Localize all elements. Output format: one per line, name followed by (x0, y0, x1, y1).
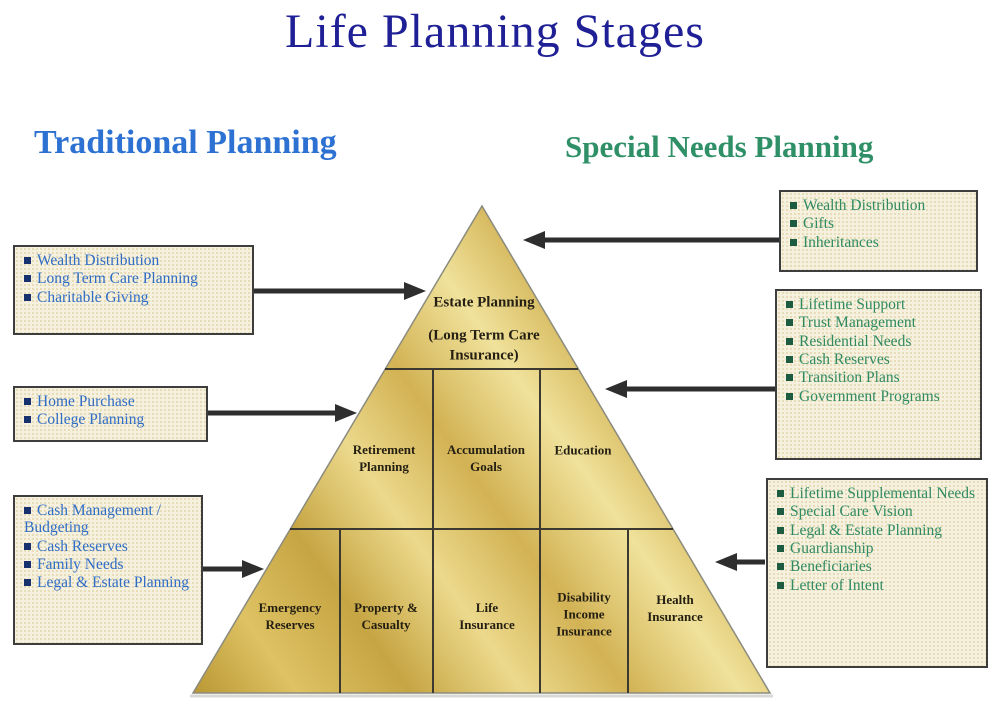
list-item: Home Purchase (24, 393, 200, 410)
square-bullet-icon (24, 507, 31, 514)
square-bullet-icon (24, 561, 31, 569)
arrow-right-bottom (715, 553, 765, 571)
pyramid-cell-life-insurance: Life Insurance (459, 600, 515, 632)
list-item: Gifts (790, 215, 970, 232)
square-bullet-icon (777, 508, 784, 516)
list-item: Lifetime Support (786, 296, 974, 313)
special-needs-box-estate: Wealth Distribution Gifts Inheritances (779, 190, 978, 272)
square-bullet-icon (24, 275, 31, 283)
pyramid-outline (191, 204, 772, 694)
list-item: Wealth Distribution (790, 197, 970, 214)
pyramid-cell-property-casualty: Property & Casualty (354, 600, 418, 632)
arrow-right-middle (605, 380, 775, 398)
special-needs-planning-heading: Special Needs Planning (565, 129, 874, 164)
square-bullet-icon (24, 542, 31, 550)
list-item-label: Lifetime Support (799, 296, 906, 313)
square-bullet-icon (777, 563, 784, 571)
list-item: Guardianship (777, 540, 980, 557)
list-item-label: Government Programs (799, 387, 940, 405)
list-item: Legal & Estate Planning (777, 522, 980, 539)
list-item-label: Inheritances (803, 233, 879, 251)
list-item: Cash Management / Budgeting (24, 502, 195, 537)
list-item-label: Legal & Estate Planning (790, 521, 942, 539)
list-item: Legal & Estate Planning (24, 574, 195, 591)
list-item: Trust Management (786, 314, 974, 331)
list-item: Beneficiaries (777, 558, 980, 575)
traditional-box-accumulation: Home Purchase College Planning (13, 386, 208, 442)
list-item: Lifetime Supplemental Needs (777, 485, 980, 502)
list-item-label: Family Needs (37, 556, 124, 574)
pyramid-cell-accumulation-goals: Accumulation Goals (447, 442, 525, 474)
list-item-label: Charitable Giving (37, 288, 149, 306)
list-item-label: Letter of Intent (790, 576, 884, 594)
list-item: Cash Reserves (24, 538, 195, 555)
square-bullet-icon (790, 220, 797, 228)
square-bullet-icon (786, 356, 793, 364)
square-bullet-icon (790, 238, 797, 246)
square-bullet-icon (786, 374, 793, 382)
list-item-label: Beneficiaries (790, 558, 872, 576)
traditional-box-estate: Wealth Distribution Long Term Care Plann… (13, 245, 254, 335)
list-item: Government Programs (786, 388, 974, 405)
arrow-left-bottom (203, 560, 264, 578)
square-bullet-icon (24, 579, 31, 587)
list-item-label: Trust Management (799, 314, 916, 332)
list-item: Transition Plans (786, 369, 974, 386)
list-item: Charitable Giving (24, 289, 246, 306)
traditional-planning-heading: Traditional Planning (34, 124, 337, 161)
square-bullet-icon (786, 319, 793, 327)
list-item-label: Wealth Distribution (37, 252, 160, 269)
square-bullet-icon (24, 416, 31, 424)
list-item-label: Special Care Vision (790, 503, 913, 521)
list-item-label: Cash Reserves (37, 537, 128, 555)
list-item: Long Term Care Planning (24, 270, 246, 287)
list-item-label: Guardianship (790, 540, 874, 558)
list-item: Family Needs (24, 556, 195, 573)
page-title: Life Planning Stages (285, 5, 705, 58)
pyramid-cell-health-insurance: Health Insurance (647, 592, 703, 624)
square-bullet-icon (786, 337, 793, 345)
list-item-label: College Planning (37, 411, 145, 429)
list-item: Cash Reserves (786, 351, 974, 368)
special-needs-box-accumulation: Lifetime Support Trust Management Reside… (775, 289, 982, 460)
square-bullet-icon (786, 301, 793, 308)
pyramid-cell-emergency-reserves: Emergency Reserves (258, 600, 322, 632)
square-bullet-icon (777, 526, 784, 534)
list-item-label: Lifetime Supplemental Needs (790, 485, 976, 502)
special-needs-box-foundation: Lifetime Supplemental Needs Special Care… (766, 478, 988, 668)
pyramid-cell-retirement-planning: Retirement Planning (352, 442, 416, 474)
arrow-right-top (523, 231, 779, 249)
list-item: Residential Needs (786, 333, 974, 350)
pyramid-tier1-sublabel: (Long Term Care Insurance) (428, 327, 540, 364)
list-item-label: Long Term Care Planning (37, 270, 198, 288)
list-item-label: Transition Plans (799, 369, 900, 387)
square-bullet-icon (24, 398, 31, 405)
list-item-label: Cash Reserves (799, 351, 890, 369)
list-item: Inheritances (790, 234, 970, 251)
list-item: Wealth Distribution (24, 252, 246, 269)
square-bullet-icon (786, 392, 793, 400)
list-item-label: Home Purchase (37, 393, 135, 410)
list-item-label: Wealth Distribution (803, 197, 926, 214)
pyramid-cell-education: Education (554, 442, 612, 458)
pyramid-tier1-label: Estate Planning (433, 294, 535, 311)
arrow-left-top (254, 282, 426, 300)
list-item-label: Residential Needs (799, 332, 912, 350)
list-item-label: Legal & Estate Planning (37, 574, 189, 592)
square-bullet-icon (777, 581, 784, 589)
square-bullet-icon (24, 293, 31, 301)
list-item: Letter of Intent (777, 577, 980, 594)
list-item-label: Cash Management / Budgeting (24, 502, 161, 537)
arrow-left-middle (208, 404, 357, 422)
square-bullet-icon (790, 202, 797, 209)
traditional-box-foundation: Cash Management / Budgeting Cash Reserve… (13, 495, 203, 645)
square-bullet-icon (24, 257, 31, 264)
pyramid-cell-disability-income-insurance: Disability Income Insurance (556, 589, 612, 639)
square-bullet-icon (777, 545, 784, 553)
square-bullet-icon (777, 490, 784, 497)
list-item: College Planning (24, 411, 200, 428)
list-item: Special Care Vision (777, 503, 980, 520)
list-item-label: Gifts (803, 215, 834, 233)
